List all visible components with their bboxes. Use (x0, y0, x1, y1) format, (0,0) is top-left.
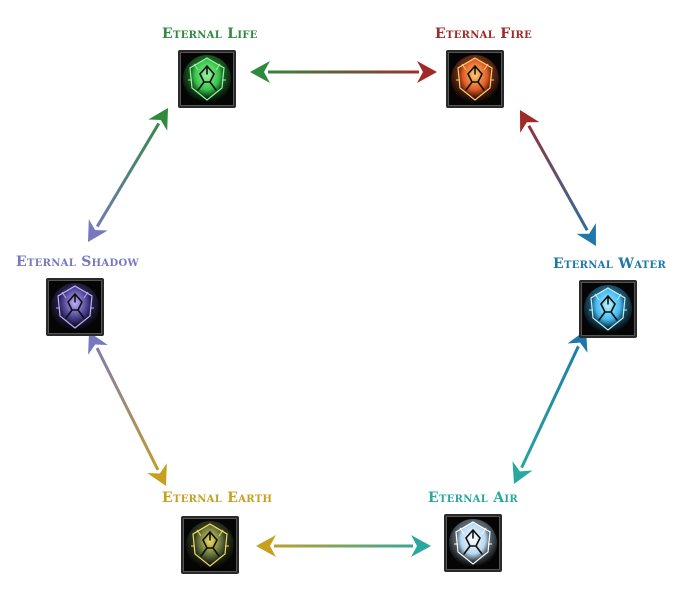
label-eternal-water: Eternal Water (553, 256, 667, 272)
label-eternal-air: Eternal Air (428, 490, 519, 506)
arrow-fire-water (520, 110, 596, 246)
arrow-shadow-life (88, 108, 168, 242)
arrow-air-earth (256, 535, 431, 557)
eternal-water-icon (579, 280, 637, 338)
label-eternal-life: Eternal Life (162, 26, 258, 42)
label-eternal-fire: Eternal Fire (435, 26, 532, 42)
arrow-water-air (512, 330, 588, 484)
label-eternal-earth: Eternal Earth (162, 490, 273, 506)
arrow-life-fire (250, 61, 437, 83)
label-eternal-shadow: Eternal Shadow (16, 254, 139, 270)
eternal-fire-icon (446, 50, 504, 108)
eternal-shadow-icon (46, 278, 104, 336)
arrow-earth-shadow (88, 332, 167, 486)
eternal-life-icon (178, 50, 236, 108)
eternal-air-icon (444, 514, 502, 572)
eternal-earth-icon (181, 516, 239, 574)
